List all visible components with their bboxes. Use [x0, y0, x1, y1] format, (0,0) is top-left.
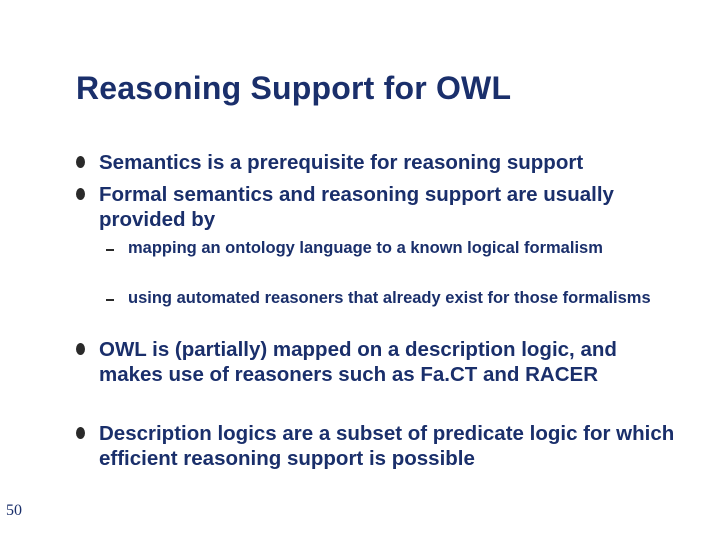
page-number: 50 [6, 502, 22, 519]
bullet-dot-icon [76, 427, 85, 439]
sub-bullet-text: using automated reasoners that already e… [128, 289, 651, 307]
bullet-dot-icon [76, 343, 85, 355]
bullet-item: Description logics are a subset of predi… [76, 421, 686, 471]
dash-icon [106, 249, 114, 251]
slide-title: Reasoning Support for OWL [76, 70, 512, 106]
sub-bullet-text: mapping an ontology language to a known … [128, 239, 603, 257]
sub-bullet-item: using automated reasoners that already e… [106, 289, 666, 308]
bullet-dot-icon [76, 156, 85, 168]
bullet-dot-icon [76, 188, 85, 200]
sub-bullet-item: mapping an ontology language to a known … [106, 239, 626, 258]
dash-icon [106, 299, 114, 301]
bullet-item: OWL is (partially) mapped on a descripti… [76, 337, 681, 387]
bullet-text: Description logics are a subset of predi… [99, 422, 675, 470]
bullet-item: Formal semantics and reasoning support a… [76, 182, 636, 232]
bullet-text: Formal semantics and reasoning support a… [99, 183, 614, 231]
bullet-item: Semantics is a prerequisite for reasonin… [76, 150, 676, 175]
bullet-text: OWL is (partially) mapped on a descripti… [99, 338, 617, 386]
bullet-text: Semantics is a prerequisite for reasonin… [99, 151, 584, 174]
